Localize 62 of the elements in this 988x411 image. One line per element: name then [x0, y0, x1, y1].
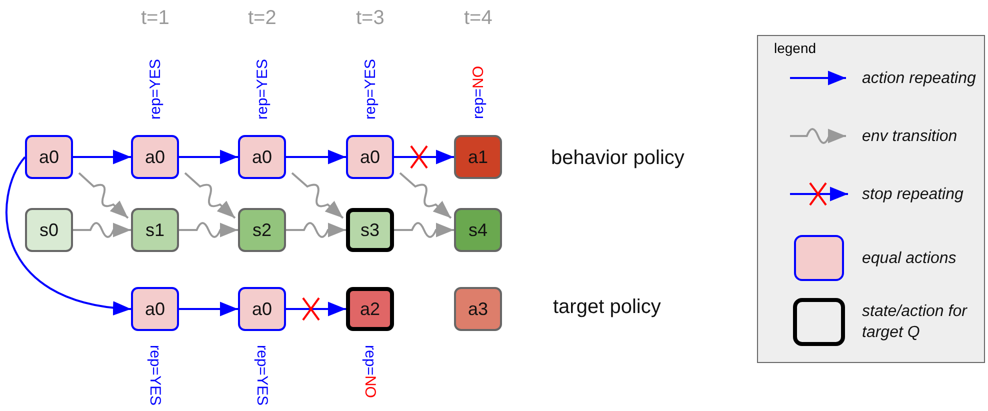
- node-label: s0: [39, 220, 58, 240]
- wavy-arrow: [286, 222, 346, 238]
- arrow: [73, 150, 131, 164]
- legend-text: stop repeating: [862, 184, 964, 204]
- state-box: [238, 135, 286, 179]
- node-label: a1: [468, 146, 488, 168]
- repeat-label: rep=NO: [470, 66, 486, 119]
- arrow: [286, 302, 346, 316]
- node-label: s4: [468, 220, 488, 240]
- legend-text: env transition: [862, 126, 958, 146]
- node-label: a0: [252, 146, 272, 168]
- state-box: [25, 208, 73, 252]
- repeat-label: rep=NO: [362, 345, 378, 398]
- wavy-arrow: [179, 222, 238, 238]
- wavy-arrow: [73, 222, 131, 238]
- row-label: behavior policy: [551, 146, 684, 170]
- legend-text: state/action for target Q: [862, 302, 968, 343]
- arrow: [286, 150, 346, 164]
- state-box: [238, 287, 286, 331]
- state-box: [131, 208, 179, 252]
- time-label: t=3: [356, 6, 384, 30]
- row-label: target policy: [553, 296, 661, 318]
- wavy-arrow: [78, 172, 129, 219]
- wavy-arrow: [184, 172, 236, 219]
- repeat-label: rep=YES: [362, 59, 378, 120]
- state-box: [346, 208, 394, 252]
- state-box: [131, 287, 179, 331]
- node-label: a0: [144, 146, 166, 168]
- arrow: [179, 150, 238, 164]
- node-label: a0: [360, 146, 380, 168]
- time-label: t=1: [141, 6, 170, 30]
- node-label: s2: [252, 220, 272, 240]
- state-box: [346, 135, 394, 179]
- arrow: [6, 156, 132, 314]
- repeat-label: rep=YES: [146, 345, 164, 406]
- wavy-arrow: [394, 222, 454, 238]
- time-label: t=2: [248, 6, 276, 30]
- node-label: a0: [144, 298, 166, 320]
- node-label: a0: [252, 298, 272, 320]
- state-box: [346, 287, 394, 331]
- arrow: [179, 302, 238, 316]
- node-label: a3: [468, 298, 488, 320]
- repeat-label: rep=YES: [254, 59, 270, 120]
- repeat-label: rep=YES: [254, 345, 270, 406]
- legend-text: action repeating: [862, 68, 977, 88]
- repeat-label: rep=YES: [146, 59, 164, 120]
- state-box: [25, 135, 73, 179]
- wavy-arrow: [399, 172, 452, 219]
- node-label: a0: [38, 146, 60, 168]
- legend-title: legend: [774, 40, 816, 56]
- node-label: s1: [145, 220, 164, 240]
- state-box: [454, 208, 502, 252]
- state-box: [131, 135, 179, 179]
- state-box: [238, 208, 286, 252]
- legend-text: equal actions: [862, 248, 958, 268]
- node-label: a2: [360, 298, 380, 320]
- state-box: [454, 135, 502, 179]
- node-label: s3: [360, 220, 380, 240]
- arrow: [394, 150, 454, 164]
- state-box: [454, 287, 502, 331]
- time-label: t=4: [464, 6, 492, 30]
- wavy-arrow: [291, 172, 344, 219]
